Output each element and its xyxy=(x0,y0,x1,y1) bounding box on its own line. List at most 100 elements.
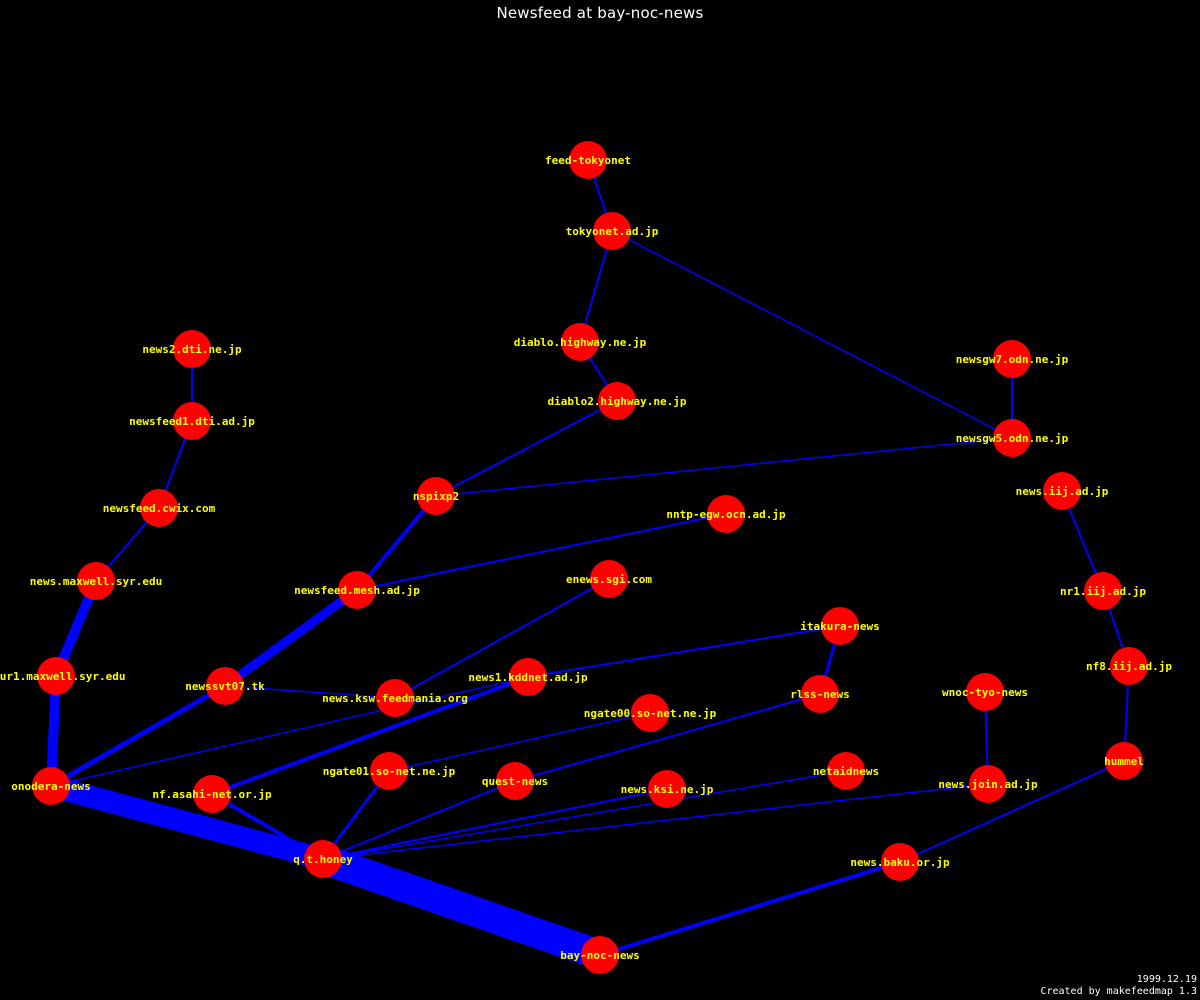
node-label-tokyonet-ad-jp: tokyonet.ad.jp xyxy=(566,225,659,238)
node-spur1-maxwell: spur1.maxwell.syr.edu xyxy=(0,657,126,695)
node-label-nf8-iij: nf8.iij.ad.jp xyxy=(1086,660,1172,673)
node-label-news-ksi: news.ksi.ne.jp xyxy=(621,783,714,796)
node-circle-itakura-news xyxy=(821,607,859,645)
node-news1-kddnet: news1.kddnet.ad.jp xyxy=(468,658,588,696)
node-news-iij: news.iij.ad.jp xyxy=(1016,472,1109,510)
node-label-news1-kddnet: news1.kddnet.ad.jp xyxy=(468,671,588,684)
footer: 1999.12.19 Created by makefeedmap 1.3 xyxy=(1040,974,1197,998)
node-circle-ngate01-so-net xyxy=(370,752,408,790)
node-label-nr1-iij: nr1.iij.ad.jp xyxy=(1060,585,1146,598)
node-newsfeed-mesh: newsfeed.mesh.ad.jp xyxy=(294,571,420,609)
node-diablo2-highway: diablo2.highway.ne.jp xyxy=(547,382,687,420)
node-bay-noc-news: bay-noc-news xyxy=(560,936,640,974)
node-nspixp2: nspixp2 xyxy=(413,477,459,515)
node-label-itakura-news: itakura-news xyxy=(800,620,879,633)
edge-q-t-honey-to-bay-noc-news xyxy=(308,844,615,970)
node-circle-newsfeed-mesh xyxy=(338,571,376,609)
node-circle-tokyonet-ad-jp xyxy=(593,212,631,250)
node-news-ksi: news.ksi.ne.jp xyxy=(621,770,714,808)
node-nr1-iij: nr1.iij.ad.jp xyxy=(1060,572,1146,610)
node-wnoc-tyo-news: wnoc-tyo-news xyxy=(942,673,1028,711)
node-circle-newsfeed-cwix xyxy=(140,489,178,527)
node-circle-nspixp2 xyxy=(417,477,455,515)
node-circle-newsgw7-odn xyxy=(993,340,1031,378)
node-label-newsgw7-odn: newsgw7.odn.ne.jp xyxy=(956,353,1069,366)
node-circle-news-maxwell xyxy=(77,562,115,600)
node-label-news2-dti: news2.dti.ne.jp xyxy=(142,343,242,356)
edge-news1-kddnet-to-onodera-news xyxy=(50,676,529,787)
node-circle-hummel xyxy=(1105,742,1143,780)
node-news-join: news.join.ad.jp xyxy=(938,765,1038,803)
edge-tokyonet-ad-jp-to-diablo-highway xyxy=(579,230,613,343)
node-enews-sgi: enews.sgi.com xyxy=(566,560,652,598)
node-hummel: hummel xyxy=(1104,742,1144,780)
node-circle-quest-news xyxy=(496,762,534,800)
node-label-nspixp2: nspixp2 xyxy=(413,490,459,503)
edge-tokyonet-ad-jp-to-newsgw5-odn xyxy=(611,230,1013,439)
node-label-enews-sgi: enews.sgi.com xyxy=(566,573,652,586)
node-circle-nntp-egw-ocn xyxy=(707,495,745,533)
node-rlss-news: rlss-news xyxy=(790,675,850,713)
node-label-nf-asahi-net: nf.asahi-net.or.jp xyxy=(152,788,272,801)
node-circle-news-baku xyxy=(881,843,919,881)
node-newsfeed1-dti: newsfeed1.dti.ad.jp xyxy=(129,402,255,440)
edge-nspixp2-to-newsfeed-mesh xyxy=(355,494,438,592)
node-label-ngate01-so-net: ngate01.so-net.ne.jp xyxy=(323,765,456,778)
node-circle-news1-kddnet xyxy=(509,658,547,696)
node-circle-nf-asahi-net xyxy=(193,775,231,813)
node-circle-q-t-honey xyxy=(304,840,342,878)
edge-newsfeed-mesh-to-newssvt07-tk xyxy=(220,585,362,691)
node-circle-nf8-iij xyxy=(1110,647,1148,685)
node-label-news-join: news.join.ad.jp xyxy=(938,778,1038,791)
node-label-nntp-egw-ocn: nntp-egw.ocn.ad.jp xyxy=(666,508,786,521)
node-label-newsfeed-mesh: newsfeed.mesh.ad.jp xyxy=(294,584,420,597)
node-newssvt07-tk: newssvt07.tk xyxy=(185,667,265,705)
node-circle-ngate00-so-net xyxy=(631,694,669,732)
node-feed-tokyonet: feed-tokyonet xyxy=(545,141,631,179)
node-q-t-honey: q.t.honey xyxy=(293,840,353,878)
node-circle-diablo2-highway xyxy=(598,382,636,420)
edge-ngate00-so-net-to-ngate01-so-net xyxy=(388,712,651,772)
edge-enews-sgi-to-news-ksw xyxy=(394,578,610,699)
node-circle-newsfeed1-dti xyxy=(173,402,211,440)
node-circle-feed-tokyonet xyxy=(569,141,607,179)
node-circle-newssvt07-tk xyxy=(206,667,244,705)
node-label-news-baku: news.baku.or.jp xyxy=(850,856,950,869)
node-label-wnoc-tyo-news: wnoc-tyo-news xyxy=(942,686,1028,699)
edge-newsgw5-odn-to-nspixp2 xyxy=(435,437,1013,497)
edge-diablo2-highway-to-nspixp2 xyxy=(435,400,618,497)
edge-itakura-news-to-news1-kddnet xyxy=(527,625,841,678)
node-news-ksw: news.ksw.feedmania.org xyxy=(322,679,468,717)
edge-quest-news-to-q-t-honey xyxy=(322,780,516,860)
node-netaidnews: netaidnews xyxy=(813,752,879,790)
node-circle-newsgw5-odn xyxy=(993,419,1031,457)
node-label-newsfeed-cwix: newsfeed.cwix.com xyxy=(103,502,216,515)
node-news-baku: news.baku.or.jp xyxy=(850,843,950,881)
node-label-news-maxwell: news.maxwell.syr.edu xyxy=(30,575,162,588)
node-label-spur1-maxwell: spur1.maxwell.syr.edu xyxy=(0,670,126,683)
node-label-netaidnews: netaidnews xyxy=(813,765,879,778)
node-label-onodera-news: onodera-news xyxy=(11,780,90,793)
node-news-maxwell: news.maxwell.syr.edu xyxy=(30,562,162,600)
node-label-q-t-honey: q.t.honey xyxy=(293,853,353,866)
node-nf-asahi-net: nf.asahi-net.or.jp xyxy=(152,775,272,813)
node-label-diablo-highway: diablo.highway.ne.jp xyxy=(514,336,647,349)
node-circle-nr1-iij xyxy=(1084,572,1122,610)
node-news2-dti: news2.dti.ne.jp xyxy=(142,330,242,368)
node-circle-bay-noc-news xyxy=(581,936,619,974)
node-ngate00-so-net: ngate00.so-net.ne.jp xyxy=(584,694,717,732)
node-ngate01-so-net: ngate01.so-net.ne.jp xyxy=(323,752,456,790)
node-label-newsgw5-odn: newsgw5.odn.ne.jp xyxy=(956,432,1069,445)
edge-news-ksi-to-q-t-honey xyxy=(322,788,668,860)
node-circle-netaidnews xyxy=(827,752,865,790)
node-label-ngate00-so-net: ngate00.so-net.ne.jp xyxy=(584,707,717,720)
edge-newssvt07-tk-to-news-ksw xyxy=(224,685,396,699)
edge-layer xyxy=(40,159,1130,970)
node-label-newsfeed1-dti: newsfeed1.dti.ad.jp xyxy=(129,415,255,428)
node-diablo-highway: diablo.highway.ne.jp xyxy=(514,323,647,361)
edge-nntp-egw-ocn-to-newsfeed-mesh xyxy=(356,513,727,591)
footer-credit: Created by makefeedmap 1.3 xyxy=(1040,986,1197,997)
node-quest-news: quest-news xyxy=(482,762,548,800)
edge-news-join-to-q-t-honey xyxy=(322,783,989,860)
